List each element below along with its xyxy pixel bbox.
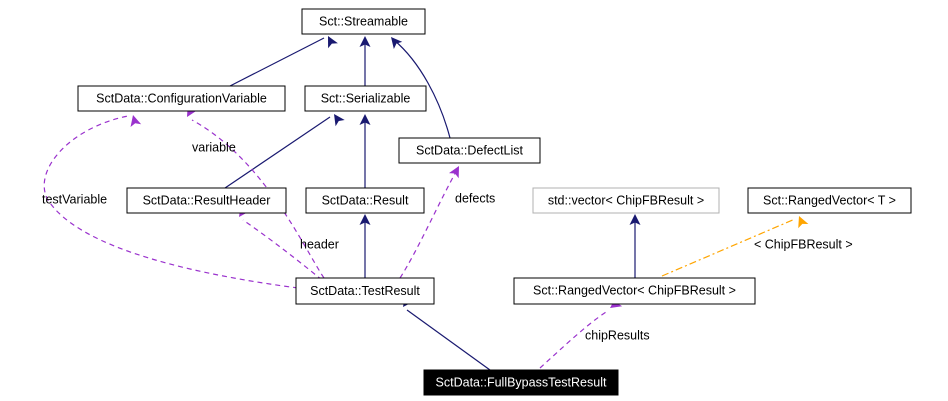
- class-node-label: SctData::Result: [322, 193, 409, 207]
- class-node-label: Sct::Streamable: [319, 14, 408, 28]
- edge-serializable-to-streamable: [359, 36, 371, 86]
- arrowhead-icon: [448, 166, 459, 179]
- class-node-box[interactable]: [398, 137, 541, 164]
- edge-result-to-serializable: [359, 114, 371, 188]
- edge-test-result-to-result: [359, 214, 371, 278]
- edge-ranged-vector-chipfbresult-template-ranged-vector-t: [661, 216, 809, 277]
- class-node-label: Sct::RangedVector< ChipFBResult >: [533, 284, 736, 298]
- edge-ranged-vector-chipfbresult-to-std-vector: [629, 214, 641, 278]
- edge-label-test-result-header-result-header: header: [300, 237, 339, 251]
- class-node-box[interactable]: [305, 187, 425, 214]
- class-node-box[interactable]: [747, 187, 912, 214]
- class-node-label: SctData::ResultHeader: [143, 193, 271, 207]
- edge-test-result-defects-defect-list: [399, 166, 459, 279]
- arrowhead-icon: [359, 36, 371, 47]
- class-node-ranged-vector-chipfbresult[interactable]: Sct::RangedVector< ChipFBResult >: [513, 277, 756, 305]
- edge-label-full-bypass-chip-results-ranged-vector: chipResults: [585, 328, 650, 342]
- class-node-std-vector-chipfbresult[interactable]: std::vector< ChipFBResult >: [532, 187, 720, 214]
- arrowhead-icon: [798, 216, 809, 229]
- class-node-result[interactable]: SctData::Result: [305, 187, 425, 214]
- class-node-box[interactable]: [423, 369, 619, 396]
- class-node-test-result[interactable]: SctData::TestResult: [295, 277, 435, 305]
- edge-defect-list-to-streamable: [391, 37, 451, 139]
- edge-test-result-test-variable-configuration-variable: [43, 115, 299, 289]
- class-node-box[interactable]: [77, 85, 286, 112]
- class-node-label: SctData::DefectList: [416, 143, 524, 157]
- class-node-box[interactable]: [295, 277, 435, 305]
- edge-line: [224, 116, 331, 189]
- edge-line: [229, 37, 325, 87]
- class-node-serializable[interactable]: Sct::Serializable: [304, 85, 427, 112]
- class-node-ranged-vector-t[interactable]: Sct::RangedVector< T >: [747, 187, 912, 214]
- arrowhead-icon: [359, 214, 371, 225]
- edge-line: [43, 115, 299, 289]
- edge-label-test-result-test-variable-configuration-variable: testVariable: [42, 192, 107, 206]
- class-node-box[interactable]: [513, 277, 756, 305]
- edge-line: [406, 309, 491, 371]
- arrowhead-icon: [328, 36, 338, 49]
- arrowhead-icon: [391, 37, 403, 49]
- edge-labels-layer: variable testVariable header defects chipRes…: [42, 140, 853, 342]
- edge-label-test-result-defects-defect-list: defects: [455, 191, 495, 205]
- class-node-label: SctData::ConfigurationVariable: [96, 91, 267, 105]
- arrowhead-icon: [130, 115, 142, 128]
- class-node-label: SctData::FullBypassTestResult: [436, 375, 607, 389]
- edge-label-test-result-variable-configuration-variable: variable: [192, 140, 236, 154]
- edge-full-bypass-to-test-result: [403, 294, 491, 371]
- edge-line: [661, 218, 796, 277]
- edge-result-header-to-serializable: [224, 114, 345, 189]
- class-node-label: std::vector< ChipFBResult >: [548, 193, 704, 207]
- edge-line: [242, 219, 323, 281]
- edge-label-ranged-vector-chipfbresult-template-ranged-vector-t: < ChipFBResult >: [754, 237, 853, 251]
- nodes-layer: Sct::StreamableSctData::ConfigurationVar…: [77, 8, 912, 396]
- arrowhead-icon: [334, 114, 345, 127]
- arrowhead-icon: [359, 114, 371, 125]
- class-node-box[interactable]: [126, 187, 287, 214]
- class-node-box[interactable]: [532, 187, 720, 214]
- arrowhead-icon: [629, 214, 641, 225]
- class-node-streamable[interactable]: Sct::Streamable: [301, 8, 426, 35]
- class-node-label: Sct::Serializable: [321, 91, 411, 105]
- class-node-full-bypass-test-result[interactable]: SctData::FullBypassTestResult: [423, 369, 619, 396]
- edge-line: [393, 39, 451, 139]
- class-node-box[interactable]: [304, 85, 427, 112]
- class-node-configuration-variable[interactable]: SctData::ConfigurationVariable: [77, 85, 286, 112]
- class-node-defect-list[interactable]: SctData::DefectList: [398, 137, 541, 164]
- class-node-label: Sct::RangedVector< T >: [763, 193, 896, 207]
- class-node-box[interactable]: [301, 8, 426, 35]
- class-node-result-header[interactable]: SctData::ResultHeader: [126, 187, 287, 214]
- edge-configuration-variable-to-streamable: [229, 36, 338, 87]
- edge-line: [399, 169, 458, 279]
- class-node-label: SctData::TestResult: [310, 284, 420, 298]
